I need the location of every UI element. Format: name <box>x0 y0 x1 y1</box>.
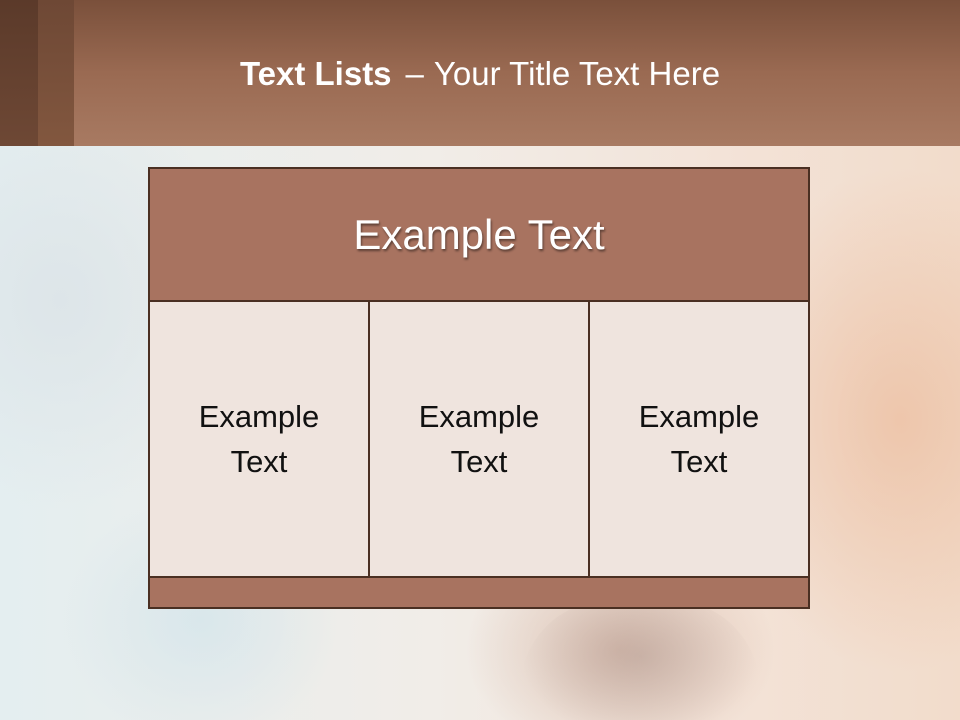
table-cell-3[interactable]: Example Text <box>590 302 808 576</box>
table-cell-2[interactable]: Example Text <box>370 302 588 576</box>
cell-3-line-1: Example <box>638 399 760 434</box>
title-bold: Text Lists <box>239 55 392 92</box>
cell-1-line-2: Text <box>230 444 288 479</box>
table-cells: Example Text Example Text Example Text <box>150 302 808 576</box>
cell-2-line-1: Example <box>418 399 540 434</box>
corner-decoration-mid <box>38 0 74 146</box>
table-cell-1[interactable]: Example Text <box>150 302 368 576</box>
slide-title[interactable]: Text Lists–Your Title Text Here <box>0 52 960 96</box>
title-rest: Your Title Text Here <box>433 55 721 92</box>
cell-1-line-1: Example <box>198 399 320 434</box>
corner-decoration-dark <box>0 0 38 146</box>
title-dash: – <box>405 55 424 92</box>
table-header[interactable]: Example Text <box>150 169 808 300</box>
title-bar: Text Lists–Your Title Text Here <box>0 0 960 146</box>
table-footer <box>150 578 808 607</box>
cell-2-line-2: Text <box>450 444 508 479</box>
text-list-table: Example Text Example Text Example Text E… <box>148 167 810 609</box>
cell-3-line-2: Text <box>670 444 728 479</box>
background-photo <box>520 600 760 720</box>
